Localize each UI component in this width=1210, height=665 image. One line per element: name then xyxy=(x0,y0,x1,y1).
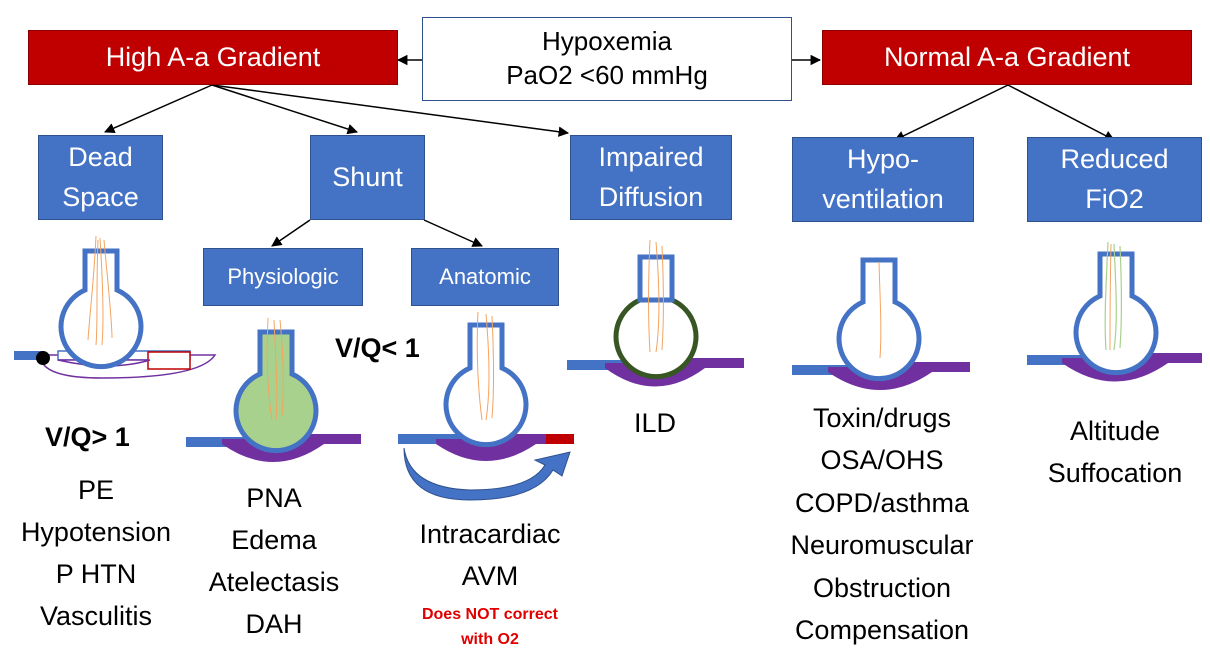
dead-space-alveolus-illustration xyxy=(14,235,217,379)
vq-greater-than-one: V/Q> 1 xyxy=(45,422,130,452)
anatomic-shunt-causes: Intracardiac AVM xyxy=(395,514,585,598)
arrow-to-physiologic xyxy=(271,219,311,247)
hypoventilation-alveolus-illustration xyxy=(792,257,970,390)
arrow-to-anatomic xyxy=(423,219,483,247)
cause-item: Neuromuscular xyxy=(790,530,974,561)
impaired-diffusion-box: Impaired Diffusion xyxy=(570,135,732,220)
arrow-to-shunt xyxy=(211,84,358,135)
cause-item: Edema xyxy=(231,524,317,555)
hypoventilation-line1: Hypo- xyxy=(846,144,920,175)
reduced-fio2-causes: Altitude Suffocation xyxy=(1025,411,1205,495)
normal-aa-gradient-box: Normal A-a Gradient xyxy=(822,30,1192,85)
pao2-threshold: PaO2 <60 mmHg xyxy=(506,60,708,90)
hypoxemia-header-box: Hypoxemia PaO2 <60 mmHg xyxy=(422,17,792,101)
cause-item: Intracardiac xyxy=(419,519,561,549)
physiologic-box: Physiologic xyxy=(203,248,363,306)
warning-line1: Does NOT correct xyxy=(421,606,559,623)
dead-space-line1: Dead xyxy=(68,142,133,173)
impaired-diffusion-line2: Diffusion xyxy=(598,181,704,212)
cause-item: PNA xyxy=(246,483,302,513)
cause-item: ILD xyxy=(633,408,677,438)
dead-space-causes: PE Hypotension P HTN Vasculitis xyxy=(0,470,192,637)
cause-item: Hypotension xyxy=(20,516,172,547)
physiologic-shunt-causes: PNA Edema Atelectasis DAH xyxy=(190,478,358,645)
arrow-to-reduced-fio2 xyxy=(1007,84,1115,141)
hypoventilation-causes: Toxin/drugs OSA/OHS COPD/asthma Neuromus… xyxy=(762,397,1002,651)
cause-item: AVM xyxy=(461,560,519,591)
cause-item: Suffocation xyxy=(1047,457,1183,488)
high-aa-gradient-box: High A-a Gradient xyxy=(28,30,398,85)
cause-item: Altitude xyxy=(1069,416,1161,446)
cause-item: Toxin/drugs xyxy=(812,403,952,433)
reduced-fio2-alveolus-illustration xyxy=(1027,241,1202,382)
shunt-label: Shunt xyxy=(332,161,403,192)
physiologic-label: Physiologic xyxy=(227,263,339,289)
vq-less-than-one: V/Q< 1 xyxy=(335,333,420,363)
hypoxemia-title: Hypoxemia xyxy=(541,26,673,57)
high-aa-gradient-label: High A-a Gradient xyxy=(105,41,321,72)
cause-item: Compensation xyxy=(794,614,970,645)
cause-item: DAH xyxy=(245,608,303,639)
impaired-diffusion-line1: Impaired xyxy=(598,142,704,173)
cause-item: PE xyxy=(77,475,115,505)
cause-item: Obstruction xyxy=(812,572,952,603)
anatomic-shunt-alveolus-illustration xyxy=(398,311,574,501)
arrow-to-impaired-diffusion xyxy=(211,84,570,137)
hypoventilation-box: Hypo- ventilation xyxy=(792,137,974,222)
reduced-fio2-line2: FiO2 xyxy=(1085,183,1144,214)
cause-item: Vasculitis xyxy=(39,600,153,631)
anatomic-label: Anatomic xyxy=(439,263,531,289)
arrow-to-dead-space xyxy=(104,84,213,134)
cause-item: Atelectasis xyxy=(208,566,340,597)
physiologic-shunt-alveolus-illustration xyxy=(186,317,361,462)
impaired-diffusion-causes: ILD xyxy=(600,403,710,445)
warning-line2: with O2 xyxy=(461,630,519,648)
anatomic-warning-note: Does NOT correct with O2 xyxy=(395,603,585,653)
normal-aa-gradient-label: Normal A-a Gradient xyxy=(883,41,1131,72)
cause-item: OSA/OHS xyxy=(820,445,944,476)
reduced-fio2-line1: Reduced xyxy=(1060,144,1169,175)
reduced-fio2-box: Reduced FiO2 xyxy=(1027,137,1202,222)
impaired-diffusion-alveolus-illustration xyxy=(567,239,744,387)
dead-space-box: Dead Space xyxy=(38,135,163,220)
hypoventilation-line2: ventilation xyxy=(822,183,944,214)
arrow-to-hypoventilation xyxy=(894,84,1009,141)
cause-item: P HTN xyxy=(55,558,137,589)
dead-space-line2: Space xyxy=(62,181,139,212)
anatomic-box: Anatomic xyxy=(411,248,559,306)
shunt-box: Shunt xyxy=(310,135,425,220)
cause-item: COPD/asthma xyxy=(794,487,970,518)
